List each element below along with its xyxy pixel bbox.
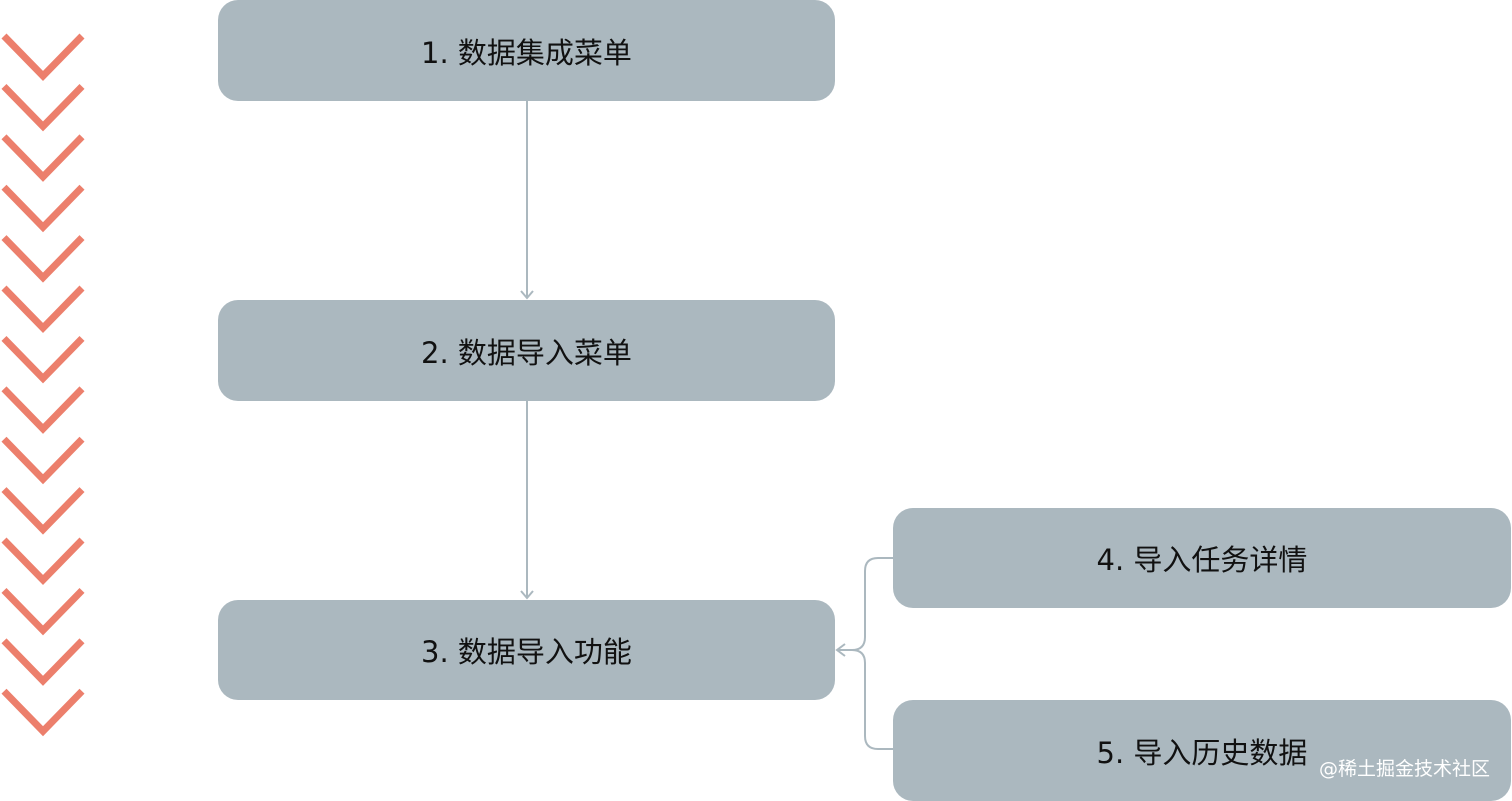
chevron-column [1,33,85,737]
node-label: 1. 数据集成菜单 [421,35,632,70]
edge-1-2-arrowhead [520,290,534,300]
chevron-down-icon [1,688,85,737]
edge-2-3-arrowhead [520,590,534,600]
chevron-down-icon [1,83,85,132]
node-import-task-details: 4. 导入任务详情 [893,508,1511,608]
node-data-integration-menu: 1. 数据集成菜单 [218,0,835,101]
chevron-down-icon [1,436,85,485]
node-data-import-function: 3. 数据导入功能 [218,600,835,700]
chevron-down-icon [1,537,85,586]
chevron-down-icon [1,386,85,434]
node-label: 5. 导入历史数据 [1096,735,1308,770]
node-label: 2. 数据导入菜单 [421,335,632,370]
node-label: 3. 数据导入功能 [421,635,632,669]
watermark: @稀土掘金技术社区 [1318,758,1490,780]
chevron-down-icon [1,335,85,384]
chevron-down-icon [1,33,85,82]
chevron-down-icon [1,487,85,535]
chevron-down-icon [1,285,85,334]
node-import-history-data: 5. 导入历史数据 [893,700,1511,801]
chevron-down-icon [1,134,85,182]
edge-3-arrowhead [835,643,846,657]
chevron-down-icon [1,184,85,233]
chevron-down-icon [1,638,85,686]
chevron-down-icon [1,235,85,283]
edge-5-3 [851,649,893,750]
node-label: 4. 导入任务详情 [1096,543,1308,577]
node-data-import-menu: 2. 数据导入菜单 [218,300,835,401]
edge-4-3 [837,557,893,651]
chevron-down-icon [1,587,85,636]
